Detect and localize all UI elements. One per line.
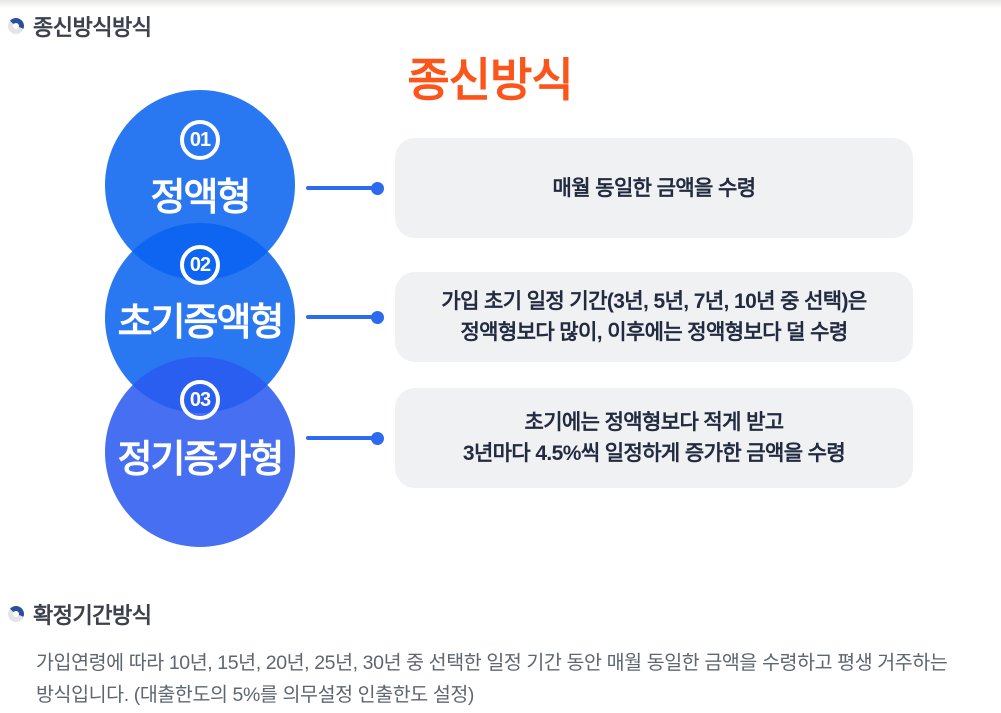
fixed-term-body: 가입연령에 따라 10년, 15년, 20년, 25년, 30년 중 선택한 일… <box>36 647 986 711</box>
circle-label-periodic-increase: 정기증가형 <box>117 439 285 481</box>
step-number-text: 03 <box>189 388 211 411</box>
description-box-periodic-increase: 초기에는 정액형보다 적게 받고 3년마다 4.5%씩 일정하게 증가한 금액을… <box>395 388 913 488</box>
fixed-term-heading-text: 확정기간방식 <box>33 603 152 628</box>
connector-dot-icon <box>371 181 384 195</box>
lifetime-heading-text: 종신방식방식 <box>33 15 152 40</box>
step-number-badge: 03 <box>180 380 220 420</box>
connector-line <box>306 436 375 440</box>
description-box-fixed-amount: 매월 동일한 금액을 수령 <box>395 138 913 238</box>
step-number-badge: 01 <box>180 120 220 160</box>
description-line: 정액형보다 많이, 이후에는 정액형보다 덜 수령 <box>460 321 848 344</box>
connector-dot-icon <box>371 310 384 324</box>
spinner-bullet-icon <box>8 606 24 622</box>
connector-line <box>306 186 375 190</box>
step-number-badge: 02 <box>180 245 220 285</box>
circle-label-early-increase: 초기증액형 <box>117 302 285 344</box>
diagram-title: 종신방식 <box>407 54 573 106</box>
connector-line-1 <box>306 181 384 195</box>
spinner-bullet-icon <box>8 18 24 34</box>
connector-dot-icon <box>371 431 384 445</box>
connector-line-2 <box>306 310 384 324</box>
connector-line <box>306 315 375 319</box>
fixed-term-body-line2: 방식입니다. (대출한도의 5%를 의무설정 인출한도 설정) <box>36 684 475 706</box>
description-line: 가입 초기 일정 기간(3년, 5년, 7년, 10년 중 선택)은 <box>441 290 867 313</box>
fixed-term-body-line1: 가입연령에 따라 10년, 15년, 20년, 25년, 30년 중 선택한 일… <box>36 652 948 674</box>
step-number-text: 02 <box>189 253 211 276</box>
description-line: 초기에는 정액형보다 적게 받고 <box>524 411 784 434</box>
section-heading-lifetime: 종신방식방식 <box>8 10 152 42</box>
circle-label-fixed-amount: 정액형 <box>150 177 252 219</box>
description-line: 3년마다 4.5%씩 일정하게 증가한 금액을 수령 <box>462 442 846 465</box>
step-number-text: 01 <box>189 128 211 151</box>
connector-line-3 <box>306 431 384 445</box>
description-line: 매월 동일한 금액을 수령 <box>552 176 757 200</box>
description-box-early-increase: 가입 초기 일정 기간(3년, 5년, 7년, 10년 중 선택)은 정액형보다… <box>395 272 913 362</box>
section-heading-fixed-term: 확정기간방식 <box>8 598 152 630</box>
top-divider <box>0 0 1001 8</box>
